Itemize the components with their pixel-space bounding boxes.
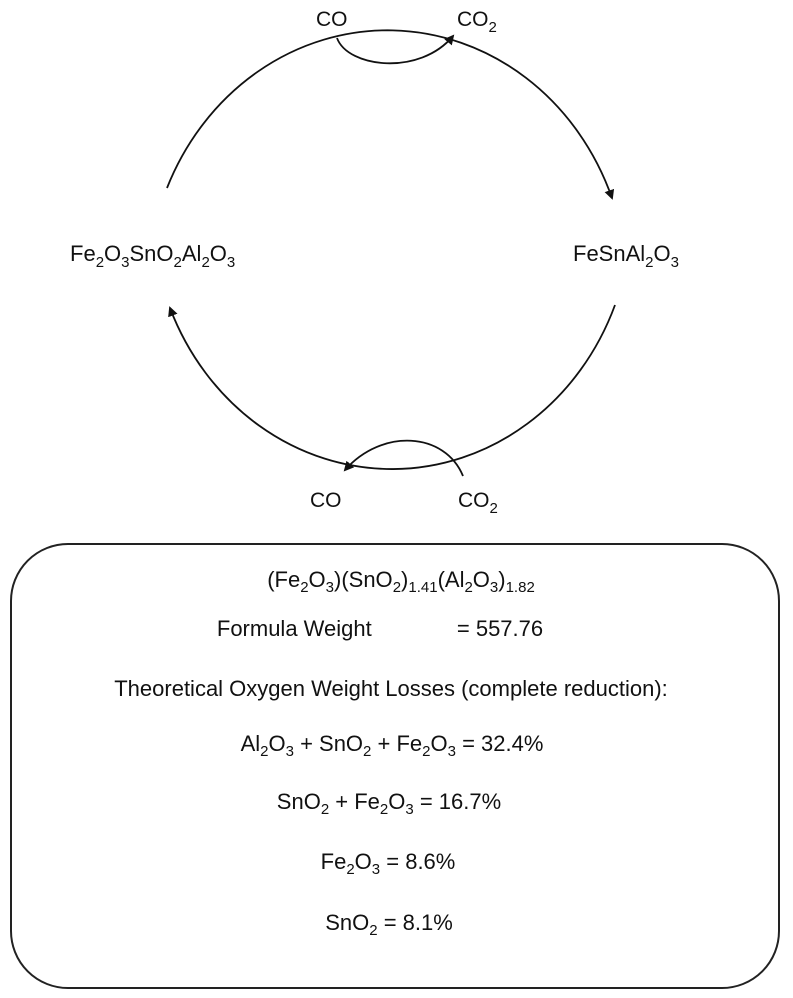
bottom-co2-label: CO2 <box>458 489 498 517</box>
co-to-co2-arrow <box>336 34 455 65</box>
oxidized-species-label: Fe2O3SnO2Al2O3 <box>70 241 235 271</box>
top-co2-label: CO2 <box>457 8 497 36</box>
oxidation-arc <box>168 304 616 470</box>
loss-row-fe2o3: Fe2O3 = 8.6% <box>320 849 456 878</box>
loss-row-sno2: SnO2 = 8.1% <box>325 910 453 939</box>
formula-weight-line: Formula Weight = 557.76 <box>0 616 763 642</box>
loss-row-all: Al2O3 + SnO2 + Fe2O3 = 32.4% <box>240 731 544 760</box>
co2-to-co-arrow <box>343 439 464 477</box>
redox-cycle-diagram: Fe2O3SnO2Al2O3 FeSnAl2O3 CO CO2 CO CO2 <box>70 8 679 517</box>
formula-weight-label: Formula Weight <box>216 616 372 641</box>
reduction-arc <box>166 29 615 200</box>
losses-title: Theoretical Oxygen Weight Losses (comple… <box>114 676 668 701</box>
formula-line: (Fe2O3)(SnO2)1.41(Al2O3)1.82 <box>267 567 535 596</box>
bottom-co-label: CO <box>310 489 342 512</box>
formula-weight-value: = 557.76 <box>456 616 544 641</box>
composition-info-box: (Fe2O3)(SnO2)1.41(Al2O3)1.82 Formula Wei… <box>10 543 780 989</box>
reduced-species-label: FeSnAl2O3 <box>573 241 679 271</box>
loss-row-sno2-fe2o3: SnO2 + Fe2O3 = 16.7% <box>276 789 502 818</box>
top-co-label: CO <box>316 8 348 31</box>
